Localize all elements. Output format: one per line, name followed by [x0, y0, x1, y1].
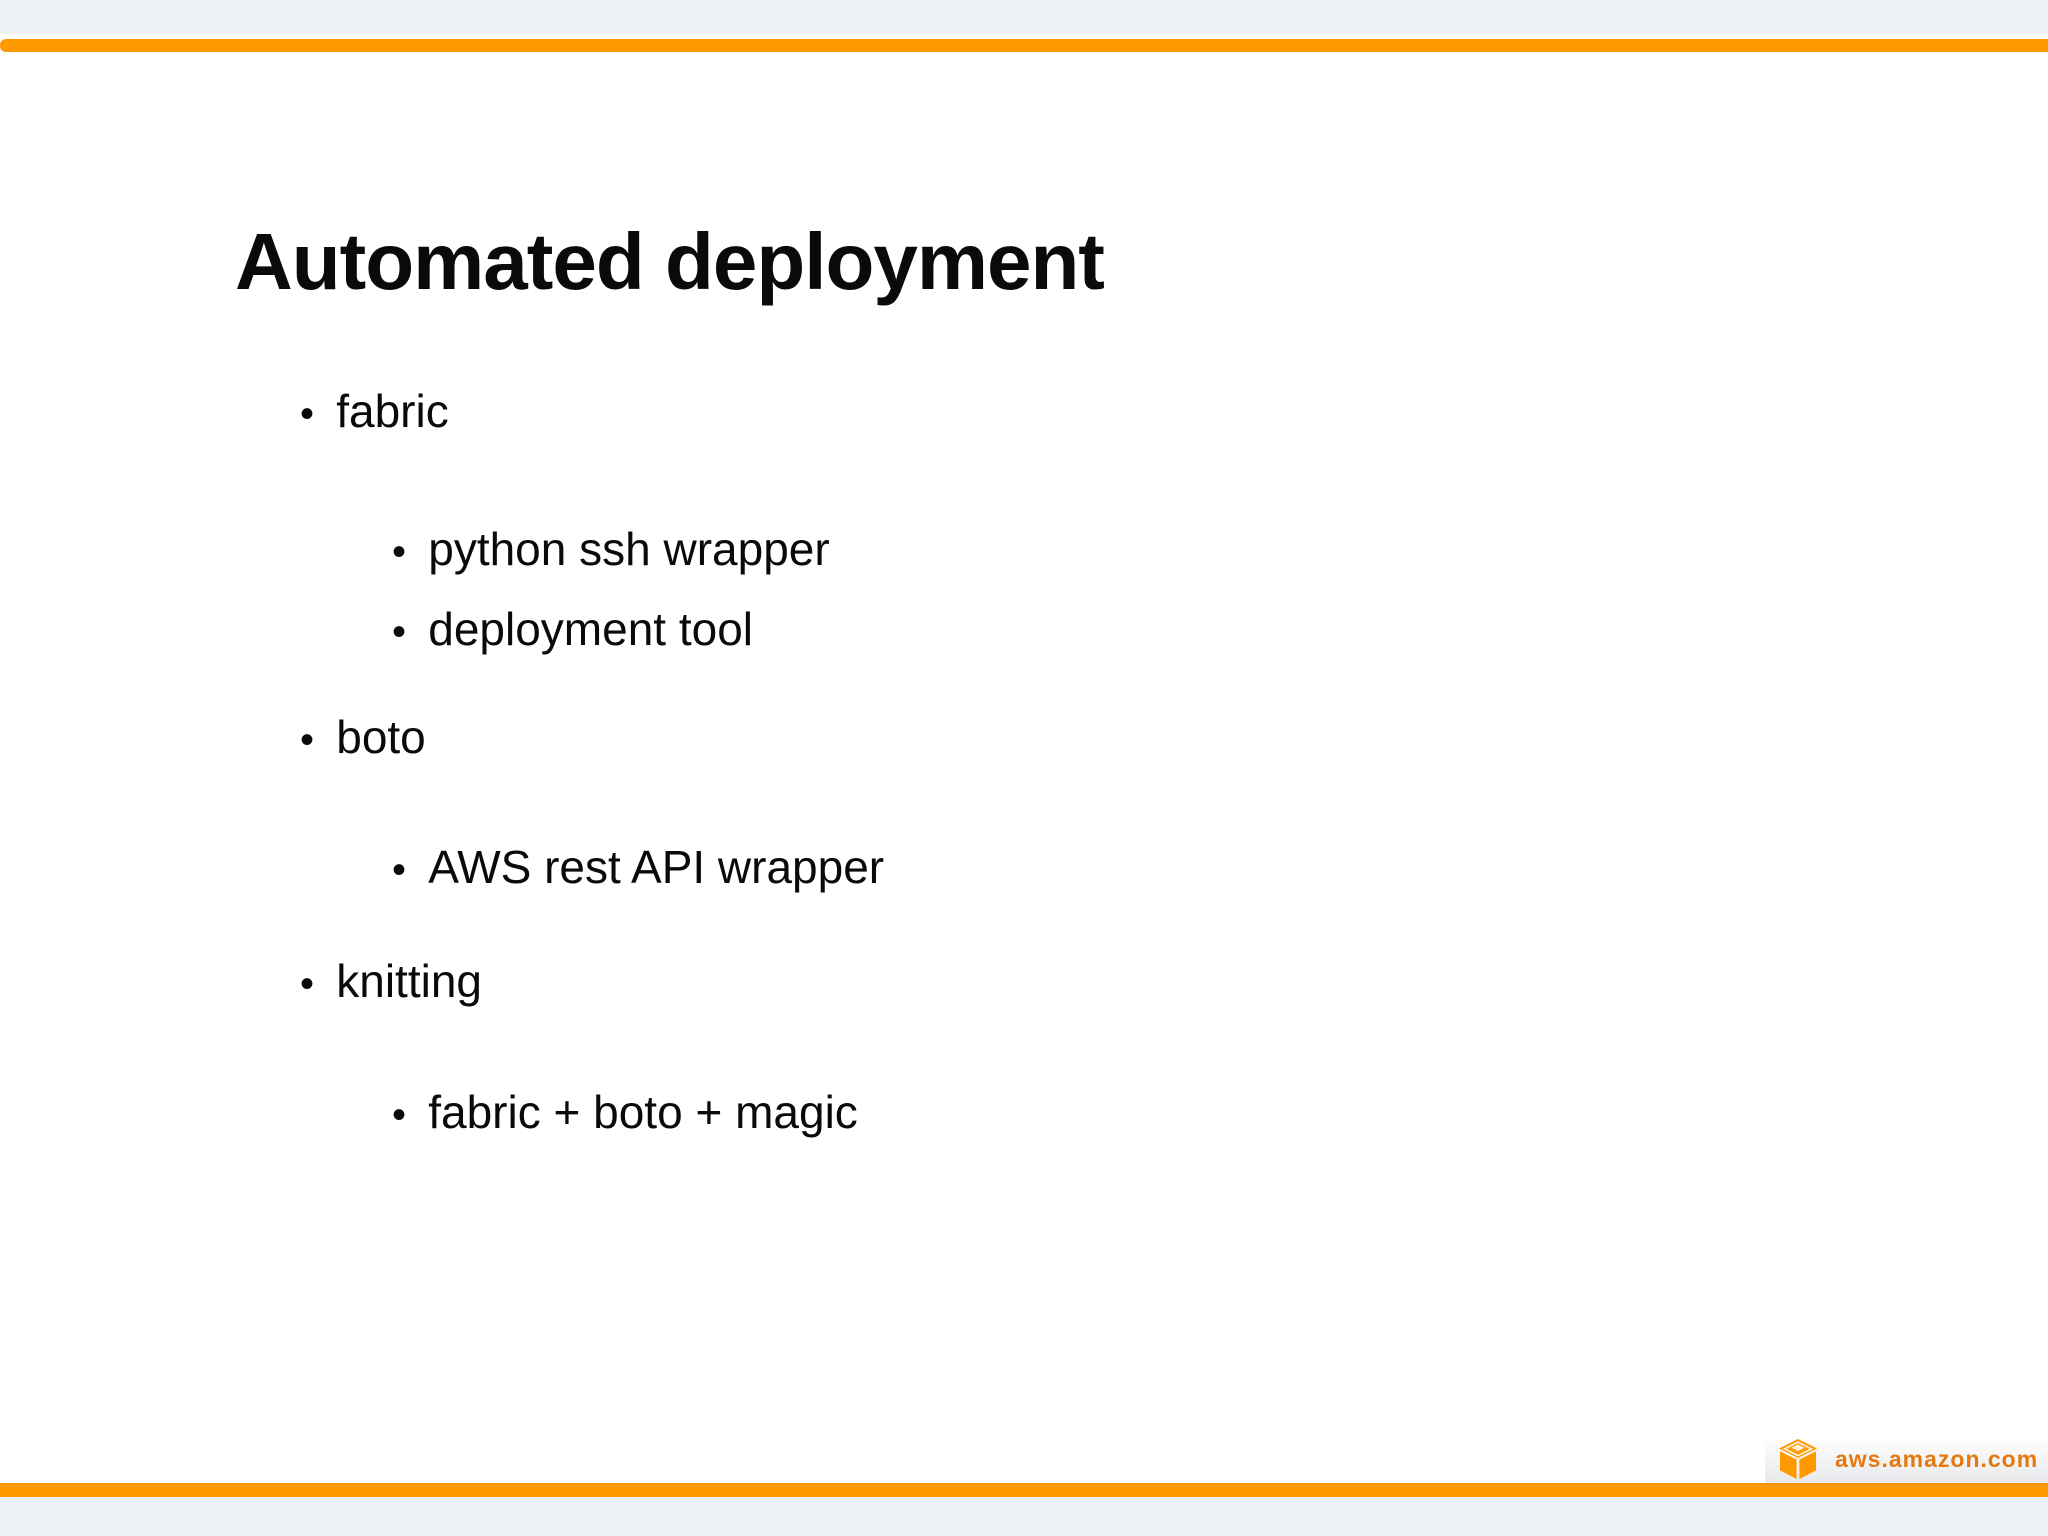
bottom-accent-bar — [0, 1483, 2048, 1497]
aws-logo-badge: aws.amazon.com — [1765, 1435, 2048, 1483]
bullet-item-python-ssh-wrapper: python ssh wrapper — [392, 526, 829, 575]
bullet-item-knitting: knitting — [300, 958, 482, 1007]
bullet-item-deployment-tool: deployment tool — [392, 606, 753, 655]
bullet-item-fabric-boto-magic: fabric + boto + magic — [392, 1089, 858, 1138]
aws-package-box-icon — [1779, 1439, 1817, 1479]
bottom-edge-strip — [0, 1497, 2048, 1536]
bullet-item-boto: boto — [300, 714, 426, 763]
bullet-item-aws-rest-api-wrapper: AWS rest API wrapper — [392, 844, 884, 893]
aws-logo-text: aws.amazon.com — [1835, 1445, 2039, 1472]
slide-title: Automated deployment — [235, 217, 1105, 306]
top-edge-strip — [0, 0, 2048, 34]
bullet-item-fabric: fabric — [300, 388, 448, 437]
top-accent-bar — [0, 39, 2048, 52]
